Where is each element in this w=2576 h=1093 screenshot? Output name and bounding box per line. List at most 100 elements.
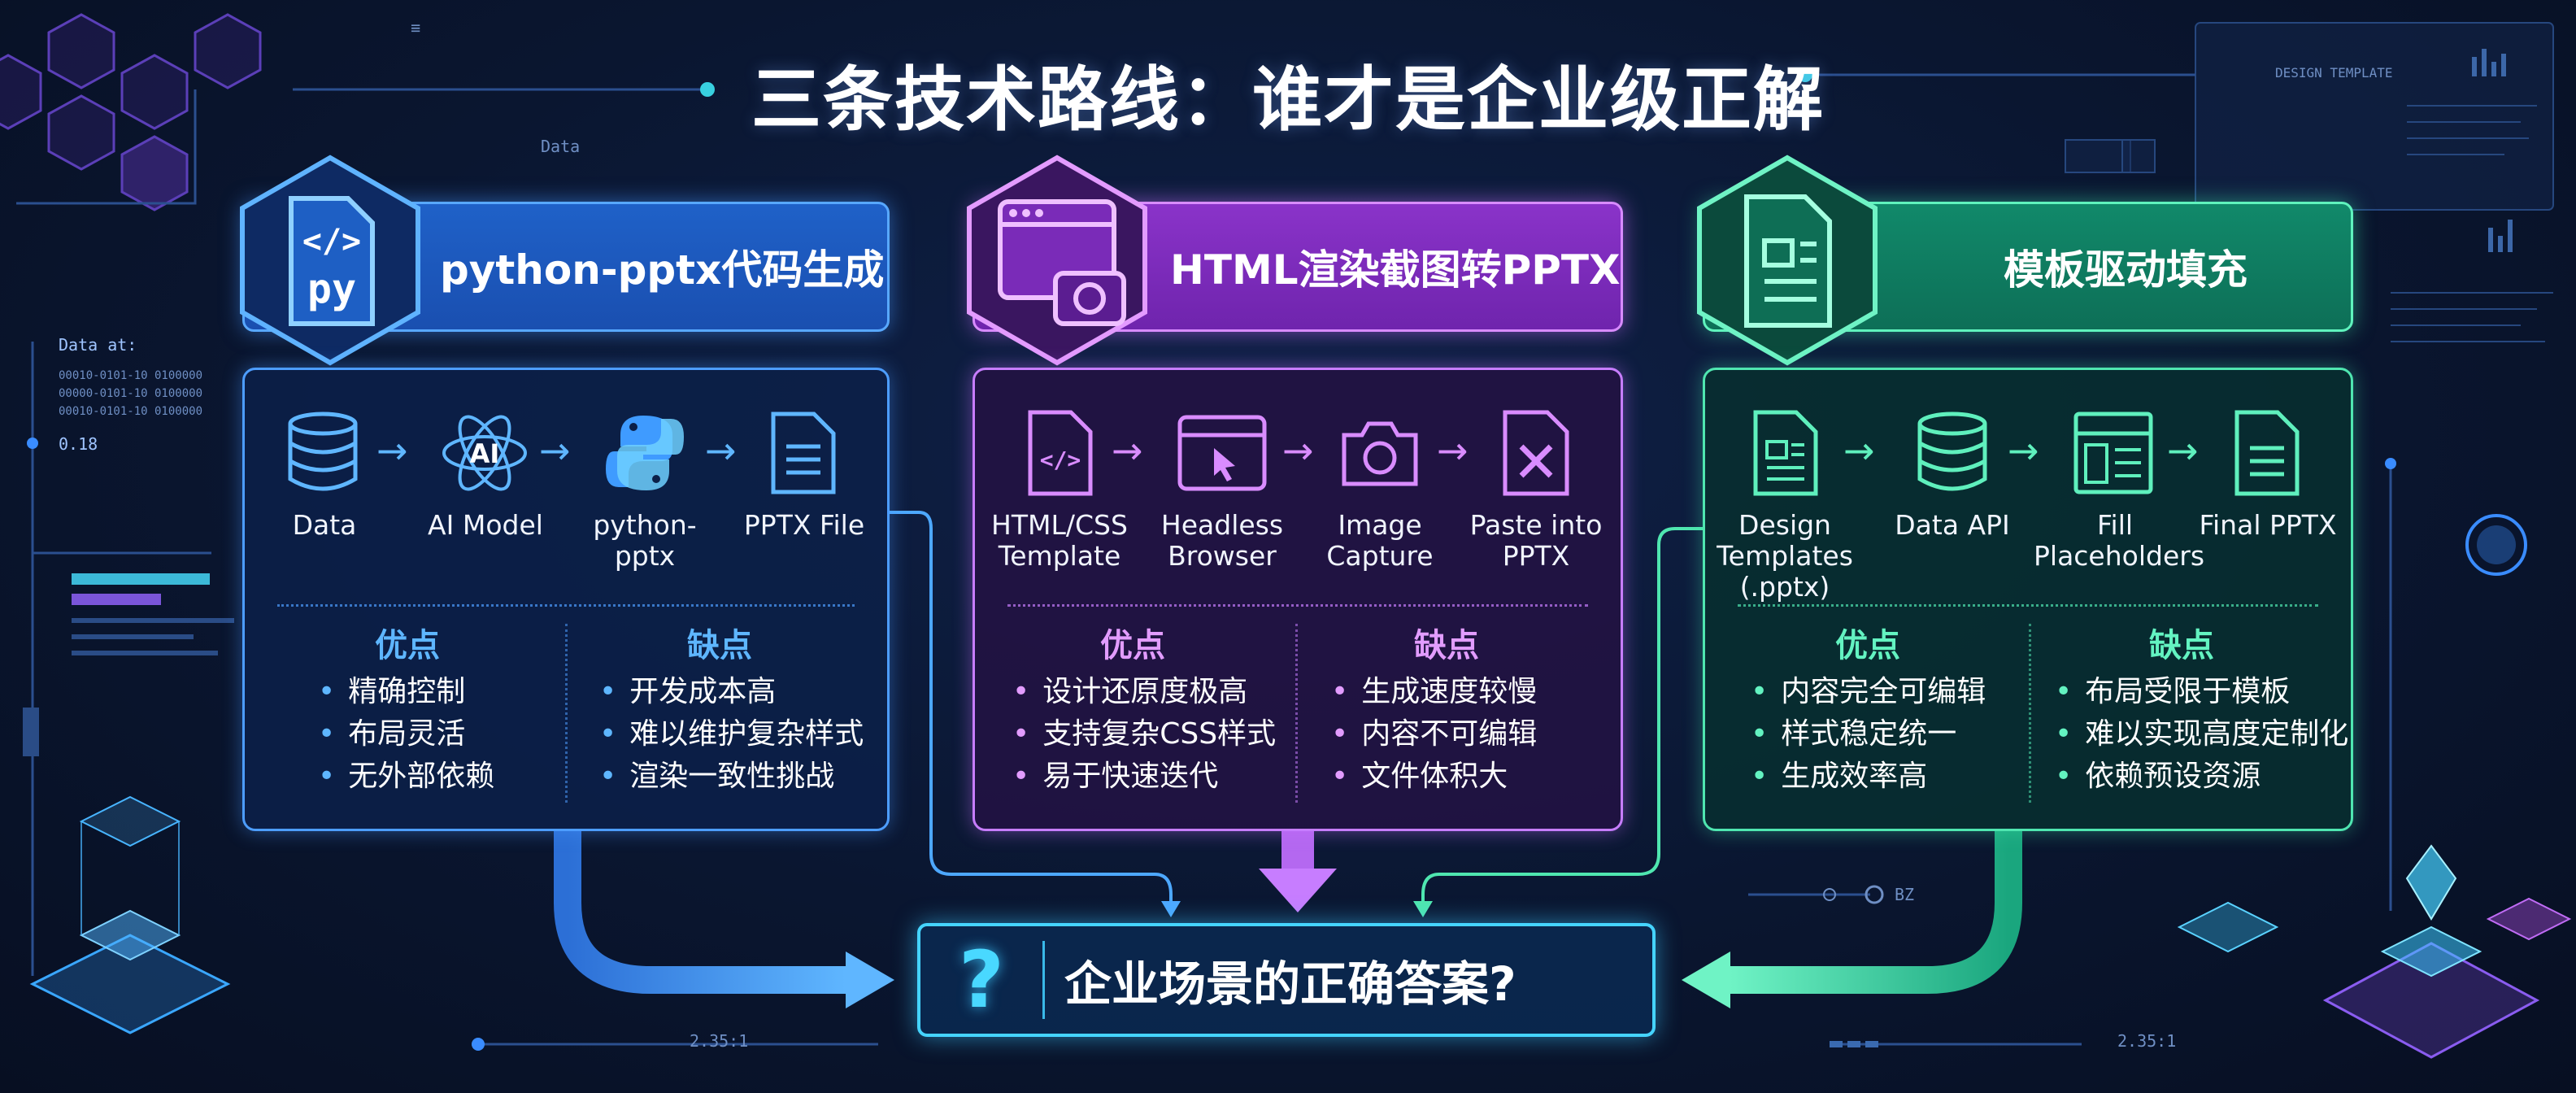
flow-arrow-blue <box>554 830 894 1008</box>
hud-binary-1: 00010-0101-10 0100000 <box>59 369 203 382</box>
iso-platform-right <box>2177 844 2572 1059</box>
list-item: 无外部依赖 <box>318 756 494 798</box>
flow-arrow-icon: → <box>1437 429 1469 472</box>
flow-arrow-icon: → <box>1112 429 1143 472</box>
pros-label: 优点 <box>1100 627 1165 664</box>
list-item: 开发成本高 <box>599 671 864 713</box>
svg-text:AI: AI <box>470 438 500 469</box>
list-item: 内容不可编辑 <box>1331 713 1537 756</box>
cons-list: 开发成本高 难以维护复杂样式 渲染一致性挑战 <box>599 671 864 798</box>
database-icon <box>288 412 358 491</box>
divider <box>2029 624 2031 803</box>
step-image-capture: Image Capture <box>1326 509 1434 572</box>
step-paste-into-pptx: Paste into PPTX <box>1469 509 1603 572</box>
list-item: 布局灵活 <box>318 713 494 756</box>
step-fill-placeholders: Fill Placeholders <box>2034 509 2205 572</box>
flow-arrow-purple <box>1259 831 1337 912</box>
pros-label: 优点 <box>375 627 440 664</box>
list-item: 设计还原度极高 <box>1012 671 1276 713</box>
route-header-template-label: 模板驱动填充 <box>2004 246 2247 294</box>
pptx-insert-icon <box>1503 410 1569 496</box>
pros-list: 设计还原度极高 支持复杂CSS样式 易于快速迭代 <box>1012 671 1276 798</box>
flow-arrow-icon: → <box>2008 429 2039 472</box>
hex-cluster-top-left <box>0 13 262 211</box>
list-item: 易于快速迭代 <box>1012 756 1276 798</box>
answer-text: 企业场景的正确答案? <box>1064 956 1516 1012</box>
svg-text:</>: </> <box>1040 446 1081 473</box>
list-item: 样式稳定统一 <box>1751 713 1986 756</box>
divider <box>1007 604 1588 607</box>
flow-arrow-icon: → <box>705 429 737 472</box>
list-item: 文件体积大 <box>1331 756 1537 798</box>
step-final-pptx: Final PPTX <box>2199 509 2337 541</box>
hud-design-template: DESIGN TEMPLATE <box>2275 65 2393 81</box>
list-item: 渲染一致性挑战 <box>599 756 864 798</box>
flow-arrow-icon: → <box>1282 429 1314 472</box>
hud-binary-3: 00010-0101-10 0100000 <box>59 405 203 418</box>
divider <box>1042 941 1045 1019</box>
database-icon <box>1917 412 1987 491</box>
route-panel-pptx: → AI → → Data AI Model python-pptx PPTX … <box>242 368 890 831</box>
divider <box>1295 624 1298 803</box>
list-item: 精确控制 <box>318 671 494 713</box>
question-mark-icon: ? <box>959 934 1004 1026</box>
hex-badge-browser-camera-icon <box>967 155 1147 366</box>
python-icon-label: py <box>307 265 356 312</box>
cons-list: 布局受限于模板 难以实现高度定制化 依赖预设资源 <box>2055 671 2348 798</box>
flow-arrow-green <box>1682 830 2022 1008</box>
design-template-icon <box>1753 410 1818 496</box>
ai-model-icon: AI <box>442 415 527 491</box>
step-ai-model: AI Model <box>428 509 543 541</box>
hud-ratio-right: 2.35:1 <box>2117 1031 2177 1051</box>
step-html-css-template: HTML/CSS Template <box>991 509 1128 572</box>
iso-platform-left <box>29 795 231 1034</box>
pros-list: 精确控制 布局灵活 无外部依赖 <box>318 671 494 798</box>
hud-bars-left <box>23 573 234 756</box>
pros-list: 内容完全可编辑 样式稳定统一 生成效率高 <box>1751 671 1986 798</box>
hud-ratio-left: 2.35:1 <box>690 1031 749 1051</box>
list-item: 难以实现高度定制化 <box>2055 713 2348 756</box>
hex-badge-python-icon: </> py <box>240 155 420 366</box>
hex-badge-template-icon <box>1697 155 1878 366</box>
final-pptx-icon <box>2234 410 2300 496</box>
divider <box>1738 604 2318 607</box>
list-item: 生成速度较慢 <box>1331 671 1537 713</box>
hud-lines-icon: ≡ <box>411 18 421 37</box>
list-item: 难以维护复杂样式 <box>599 713 864 756</box>
hud-bz: BZ <box>1895 885 1915 904</box>
hud-data-label: Data <box>541 137 581 156</box>
list-item: 生成效率高 <box>1751 756 1986 798</box>
svg-text:</>: </> <box>302 223 361 260</box>
cons-label: 缺点 <box>1414 627 1479 664</box>
hud-value: 0.18 <box>59 434 98 454</box>
flow-arrow-icon: → <box>376 429 408 472</box>
placeholder-layout-icon <box>2073 412 2153 494</box>
html-file-icon: </> <box>1028 410 1093 496</box>
cons-label: 缺点 <box>2149 627 2214 664</box>
step-pptx-file: PPTX File <box>743 509 865 541</box>
flow-arrow-icon: → <box>1843 429 1875 472</box>
answer-box: ? 企业场景的正确答案? <box>917 923 1656 1037</box>
step-headless-browser: Headless Browser <box>1160 509 1284 572</box>
list-item: 布局受限于模板 <box>2055 671 2348 713</box>
divider <box>565 624 568 803</box>
route-header-html-label: HTML渲染截图转PPTX <box>1170 246 1621 294</box>
step-data: Data <box>292 509 357 541</box>
pros-label: 优点 <box>1835 627 1900 664</box>
camera-icon <box>1342 421 1418 486</box>
hud-data-at: Data at: <box>59 335 137 355</box>
cons-label: 缺点 <box>687 627 752 664</box>
route-header-pptx-label: python-pptx代码生成 <box>440 246 885 294</box>
cons-list: 生成速度较慢 内容不可编辑 文件体积大 <box>1331 671 1537 798</box>
step-data-api: Data API <box>1895 509 2010 541</box>
route-panel-template: → → → Design Templates (.pptx) Data API … <box>1703 368 2353 831</box>
divider <box>277 604 855 607</box>
list-item: 支持复杂CSS样式 <box>1012 713 1276 756</box>
list-item: 内容完全可编辑 <box>1751 671 1986 713</box>
route-panel-html: </> → → → HTML/CSS Template Headless Bro… <box>973 368 1623 831</box>
flow-arrow-icon: → <box>2167 429 2199 472</box>
step-design-templates: Design Templates (.pptx) <box>1717 509 1853 603</box>
page-title: 三条技术路线：谁才是企业级正解 <box>751 59 1825 141</box>
pptx-file-icon <box>771 412 836 494</box>
